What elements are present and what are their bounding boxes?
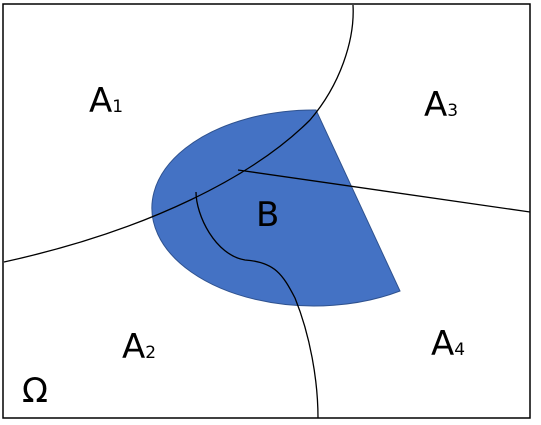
- region-label-a1: A1: [89, 81, 123, 121]
- sample-space-border: [2, 3, 531, 419]
- event-b-shape: [151, 109, 401, 307]
- region-label-a4: A4: [431, 324, 465, 364]
- omega-label: Ω: [22, 371, 48, 411]
- region-label-a2: A2: [122, 327, 156, 367]
- partition-boundary-line: [237, 169, 531, 213]
- region-label-a3: A3: [424, 85, 458, 125]
- event-label-b: B: [256, 195, 279, 235]
- partition-boundary-curve: [3, 4, 354, 263]
- partition-boundary-curve: [195, 191, 319, 419]
